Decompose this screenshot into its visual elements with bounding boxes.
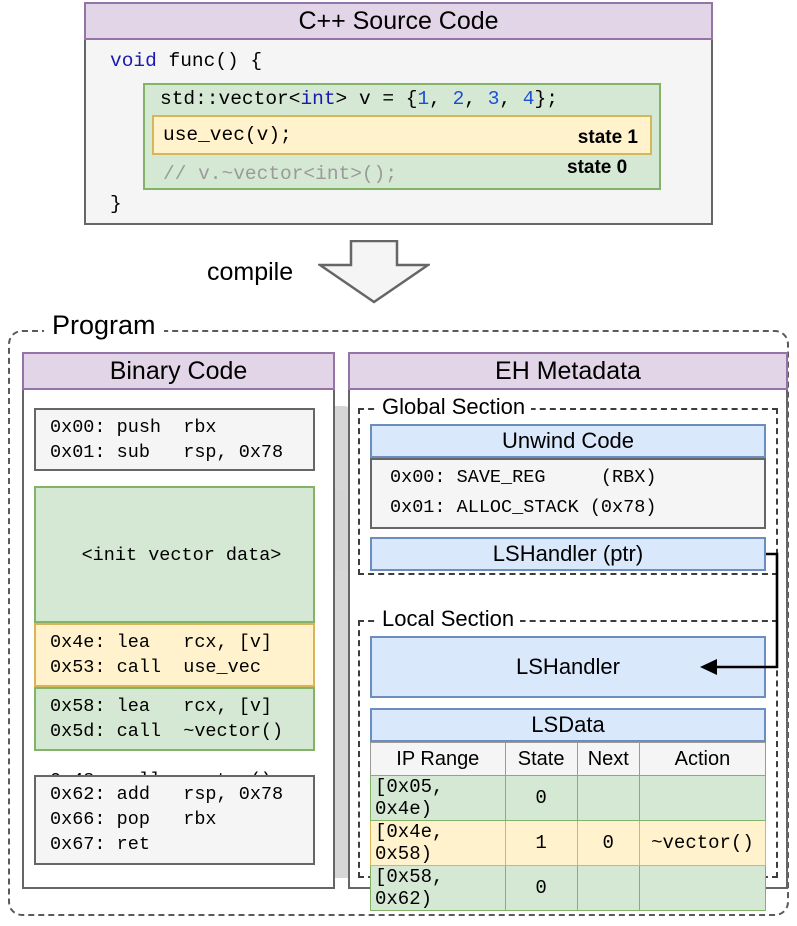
program-container	[8, 330, 789, 916]
source-line-void: void func() {	[110, 50, 263, 72]
lsdata-cell-state: 0	[504, 775, 578, 821]
lsdata-cell-action: ~vector()	[638, 820, 767, 866]
lsdata-cell-ip-range: [0x58, 0x62)	[370, 865, 506, 911]
binary-block-use-vec: 0x4e: lea rcx, [v] 0x53: call use_vec	[34, 623, 315, 687]
binary-block-prologue: 0x00: push rbx 0x01: sub rsp, 0x78	[34, 408, 315, 471]
program-label: Program	[44, 310, 164, 341]
global-section-container	[358, 408, 778, 575]
lsdata-title: LSData	[370, 708, 766, 742]
lshandler-ptr-bar[interactable]: LSHandler (ptr)	[370, 537, 766, 571]
local-section-label: Local Section	[376, 606, 521, 632]
lsdata-row: [0x05, 0x4e) 0	[370, 775, 767, 821]
compile-label: compile	[207, 258, 294, 286]
source-line-vector: std::vector<int> v = {1, 2, 3, 4};	[160, 88, 558, 110]
binary-block-dtor-text: 0x58: lea rcx, [v] 0x5d: call ~vector()	[50, 696, 284, 742]
source-yellow-region: state 1	[152, 115, 652, 155]
lshandler-bar[interactable]: LSHandler	[370, 636, 766, 698]
lsdata-cell-state: 1	[504, 820, 578, 866]
source-line-use-vec: use_vec(v);	[163, 124, 292, 146]
lsdata-row: [0x4e, 0x58) 1 0 ~vector()	[370, 820, 767, 866]
lsdata-cell-next	[576, 775, 640, 821]
lsdata-col-state: State	[504, 742, 578, 776]
lsdata-col-next: Next	[576, 742, 640, 776]
lsdata-cell-next	[576, 865, 640, 911]
eh-metadata-title: EH Metadata	[348, 352, 788, 390]
lsdata-cell-action	[638, 865, 767, 911]
binary-block-epilogue: 0x62: add rsp, 0x78 0x66: pop rbx 0x67: …	[34, 775, 315, 865]
state-1-label: state 1	[577, 127, 638, 148]
lsdata-header-row: IP Range State Next Action	[370, 742, 767, 776]
lsdata-table: IP Range State Next Action [0x05, 0x4e) …	[370, 742, 767, 911]
source-line-comment: // v.~vector<int>();	[163, 163, 398, 185]
binary-block-init: <init vector data> ...... 0x43: lea rcx,…	[34, 486, 315, 791]
lsdata-cell-ip-range: [0x4e, 0x58)	[370, 820, 506, 866]
unwind-code-lines: 0x00: SAVE_REG (RBX) 0x01: ALLOC_STACK (…	[390, 467, 657, 518]
unwind-code-body: 0x00: SAVE_REG (RBX) 0x01: ALLOC_STACK (…	[370, 458, 766, 529]
binary-block-use-vec-text: 0x4e: lea rcx, [v] 0x53: call use_vec	[50, 632, 273, 678]
source-line-close: }	[110, 193, 122, 215]
source-code-title: C++ Source Code	[84, 2, 713, 40]
lsdata-col-action: Action	[638, 742, 767, 776]
lsdata-col-ip-range: IP Range	[370, 742, 506, 776]
lsdata-row: [0x58, 0x62) 0	[370, 865, 767, 911]
binary-code-title: Binary Code	[22, 352, 335, 390]
unwind-code-title: Unwind Code	[370, 424, 766, 458]
binary-block-prologue-text: 0x00: push rbx 0x01: sub rsp, 0x78	[50, 417, 284, 463]
lsdata-cell-next: 0	[576, 820, 640, 866]
lsdata-cell-action	[638, 775, 767, 821]
lsdata-cell-state: 0	[504, 865, 578, 911]
binary-init-header: <init vector data>	[81, 545, 282, 566]
compile-arrow-icon	[318, 240, 430, 304]
lsdata-cell-ip-range: [0x05, 0x4e)	[370, 775, 506, 821]
state-0-label: state 0	[567, 157, 628, 178]
binary-block-epilogue-text: 0x62: add rsp, 0x78 0x66: pop rbx 0x67: …	[50, 784, 284, 855]
global-section-label: Global Section	[376, 394, 532, 420]
binary-block-dtor: 0x58: lea rcx, [v] 0x5d: call ~vector()	[34, 687, 315, 751]
